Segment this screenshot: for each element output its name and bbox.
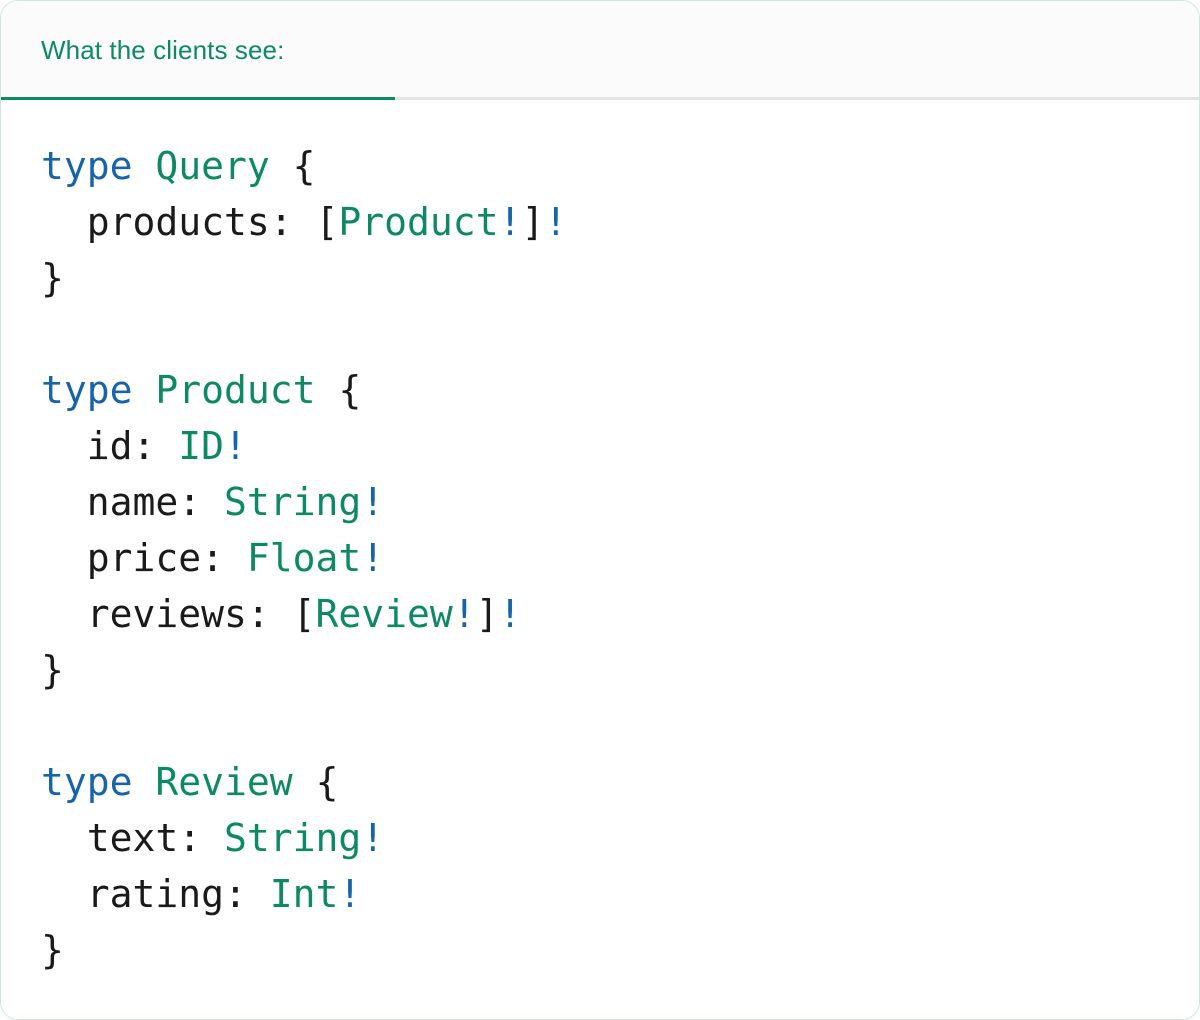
code-token: Query [155, 144, 270, 188]
code-token: ! [338, 872, 362, 916]
code-line: products: [Product!]! [41, 194, 1199, 250]
code-token: type [41, 760, 133, 804]
code-token: type [41, 144, 133, 188]
code-token: { [269, 144, 316, 188]
code-token: : [178, 480, 225, 524]
code-token: ] [475, 592, 499, 636]
code-token: : [ [246, 592, 316, 636]
code-token: ! [361, 536, 385, 580]
code-token: Review [155, 760, 293, 804]
code-line: type Query { [41, 138, 1199, 194]
code-token: text [41, 816, 179, 860]
code-line: reviews: [Review!]! [41, 586, 1199, 642]
tab-what-the-clients-see[interactable]: What the clients see: [1, 1, 395, 100]
code-token: : [224, 872, 270, 916]
code-token: ! [224, 424, 247, 468]
code-token: } [41, 256, 64, 300]
code-token: } [41, 928, 64, 972]
code-token: String [224, 480, 362, 524]
tab-strip: What the clients see: [1, 1, 1199, 100]
code-token: : [201, 536, 247, 580]
code-token: ! [361, 480, 385, 524]
code-line: } [41, 250, 1199, 306]
code-token: price [41, 536, 202, 580]
code-token: reviews [41, 592, 247, 636]
tab-active-indicator [1, 97, 395, 100]
code-line: rating: Int! [41, 866, 1199, 922]
code-line: id: ID! [41, 418, 1199, 474]
code-token: : [132, 424, 179, 468]
code-token: } [41, 648, 64, 692]
code-token: ! [498, 200, 522, 244]
code-viewer[interactable]: type Query { products: [Product!]!} type… [1, 100, 1199, 1019]
code-token: name [41, 480, 179, 524]
code-token: ! [498, 592, 522, 636]
code-token: rating [41, 872, 225, 916]
code-token: ! [452, 592, 476, 636]
code-token [133, 368, 156, 412]
code-token: { [315, 368, 362, 412]
code-token: : [ [269, 200, 339, 244]
code-token [133, 760, 156, 804]
code-token: ID [178, 424, 225, 468]
code-line: type Review { [41, 754, 1199, 810]
tab-label: What the clients see: [41, 35, 285, 65]
code-token: ! [361, 816, 385, 860]
code-line: name: String! [41, 474, 1199, 530]
code-token: ] [521, 200, 545, 244]
code-token: Product [155, 368, 316, 412]
code-line: text: String! [41, 810, 1199, 866]
code-token: String [224, 816, 362, 860]
code-line [41, 306, 1199, 362]
code-token: id [41, 424, 133, 468]
code-token: Int [269, 872, 339, 916]
code-token: : [178, 816, 225, 860]
code-token: Product [338, 200, 499, 244]
code-line: type Product { [41, 362, 1199, 418]
code-token: ! [544, 200, 568, 244]
code-block: type Query { products: [Product!]!} type… [41, 138, 1199, 978]
code-token: Float [246, 536, 362, 580]
code-line: price: Float! [41, 530, 1199, 586]
code-token: type [41, 368, 133, 412]
code-line [41, 698, 1199, 754]
code-line: } [41, 922, 1199, 978]
code-token: { [292, 760, 339, 804]
code-token: Review [315, 592, 453, 636]
code-line: } [41, 642, 1199, 698]
code-token [133, 144, 156, 188]
code-token: products [41, 200, 270, 244]
